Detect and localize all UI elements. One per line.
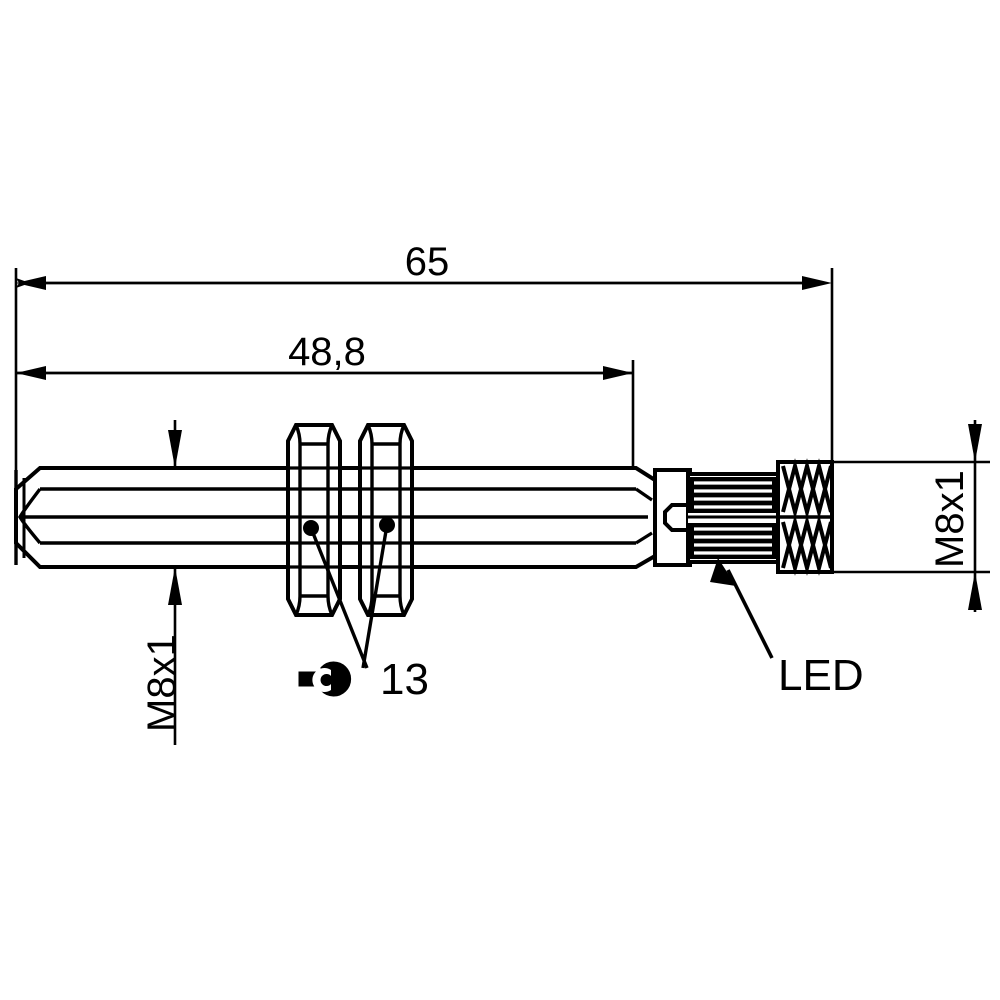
wrench-size-label: 13 — [380, 655, 429, 704]
wrench-size-leaders — [309, 524, 389, 669]
led-hatch-lines-bottom — [694, 527, 772, 555]
overall-length-dimension: 65 — [16, 240, 832, 290]
thread-label-left: M8x1 — [140, 634, 184, 732]
led-label: LED — [778, 651, 864, 700]
led-leader-arrow — [710, 558, 736, 586]
wrench-icon-jaw — [312, 667, 331, 693]
nut-front-outline — [286, 423, 342, 617]
nut-rear-flank-right — [398, 424, 406, 616]
thread-profile-top — [781, 458, 833, 520]
dimension-arrowhead — [168, 567, 182, 605]
nut-front-flank-right — [326, 424, 334, 616]
m8-connector-thread — [776, 458, 834, 576]
thread-label-right: M8x1 — [928, 470, 972, 568]
dimension-arrowhead — [168, 430, 182, 468]
hex-nut-rear — [358, 423, 414, 617]
wrench-icon-body — [298, 661, 352, 697]
dimension-arrowhead — [603, 366, 633, 380]
dimension-arrowhead — [802, 276, 832, 290]
thread-length-dimension: 48,8 — [16, 330, 633, 380]
tip-chamfer-bottom — [14, 541, 42, 569]
connector-collar — [653, 468, 692, 567]
shoulder-chamfer-bottom — [635, 531, 653, 545]
dimension-label-65: 65 — [405, 240, 450, 284]
tip-chamfer-top — [14, 466, 42, 491]
dimension-arrowhead — [16, 276, 46, 290]
led-callout: LED — [710, 558, 864, 700]
collar-notch-profile — [653, 468, 692, 567]
dimension-arrowhead — [968, 424, 982, 462]
dimension-label-488: 48,8 — [288, 330, 366, 374]
led-hatch-lines-top — [694, 481, 772, 509]
hex-nut-front — [286, 423, 342, 617]
wrench-icon — [298, 661, 352, 697]
thread-right-dimension: M8x1 — [832, 420, 990, 612]
led-leader-line — [726, 569, 774, 659]
dimension-arrowhead — [968, 572, 982, 610]
dimension-arrowhead — [16, 366, 46, 380]
leader-line-nut-rear — [361, 524, 389, 669]
extension-lines — [14, 268, 834, 470]
nut-front-flank-left — [294, 424, 302, 616]
led-indicator-window — [686, 472, 780, 564]
shoulder-chamfer-top — [635, 487, 653, 502]
leader-line-nut-front — [309, 527, 369, 669]
nut-rear-flank-left — [366, 424, 374, 616]
thread-profile-bottom — [781, 514, 833, 576]
